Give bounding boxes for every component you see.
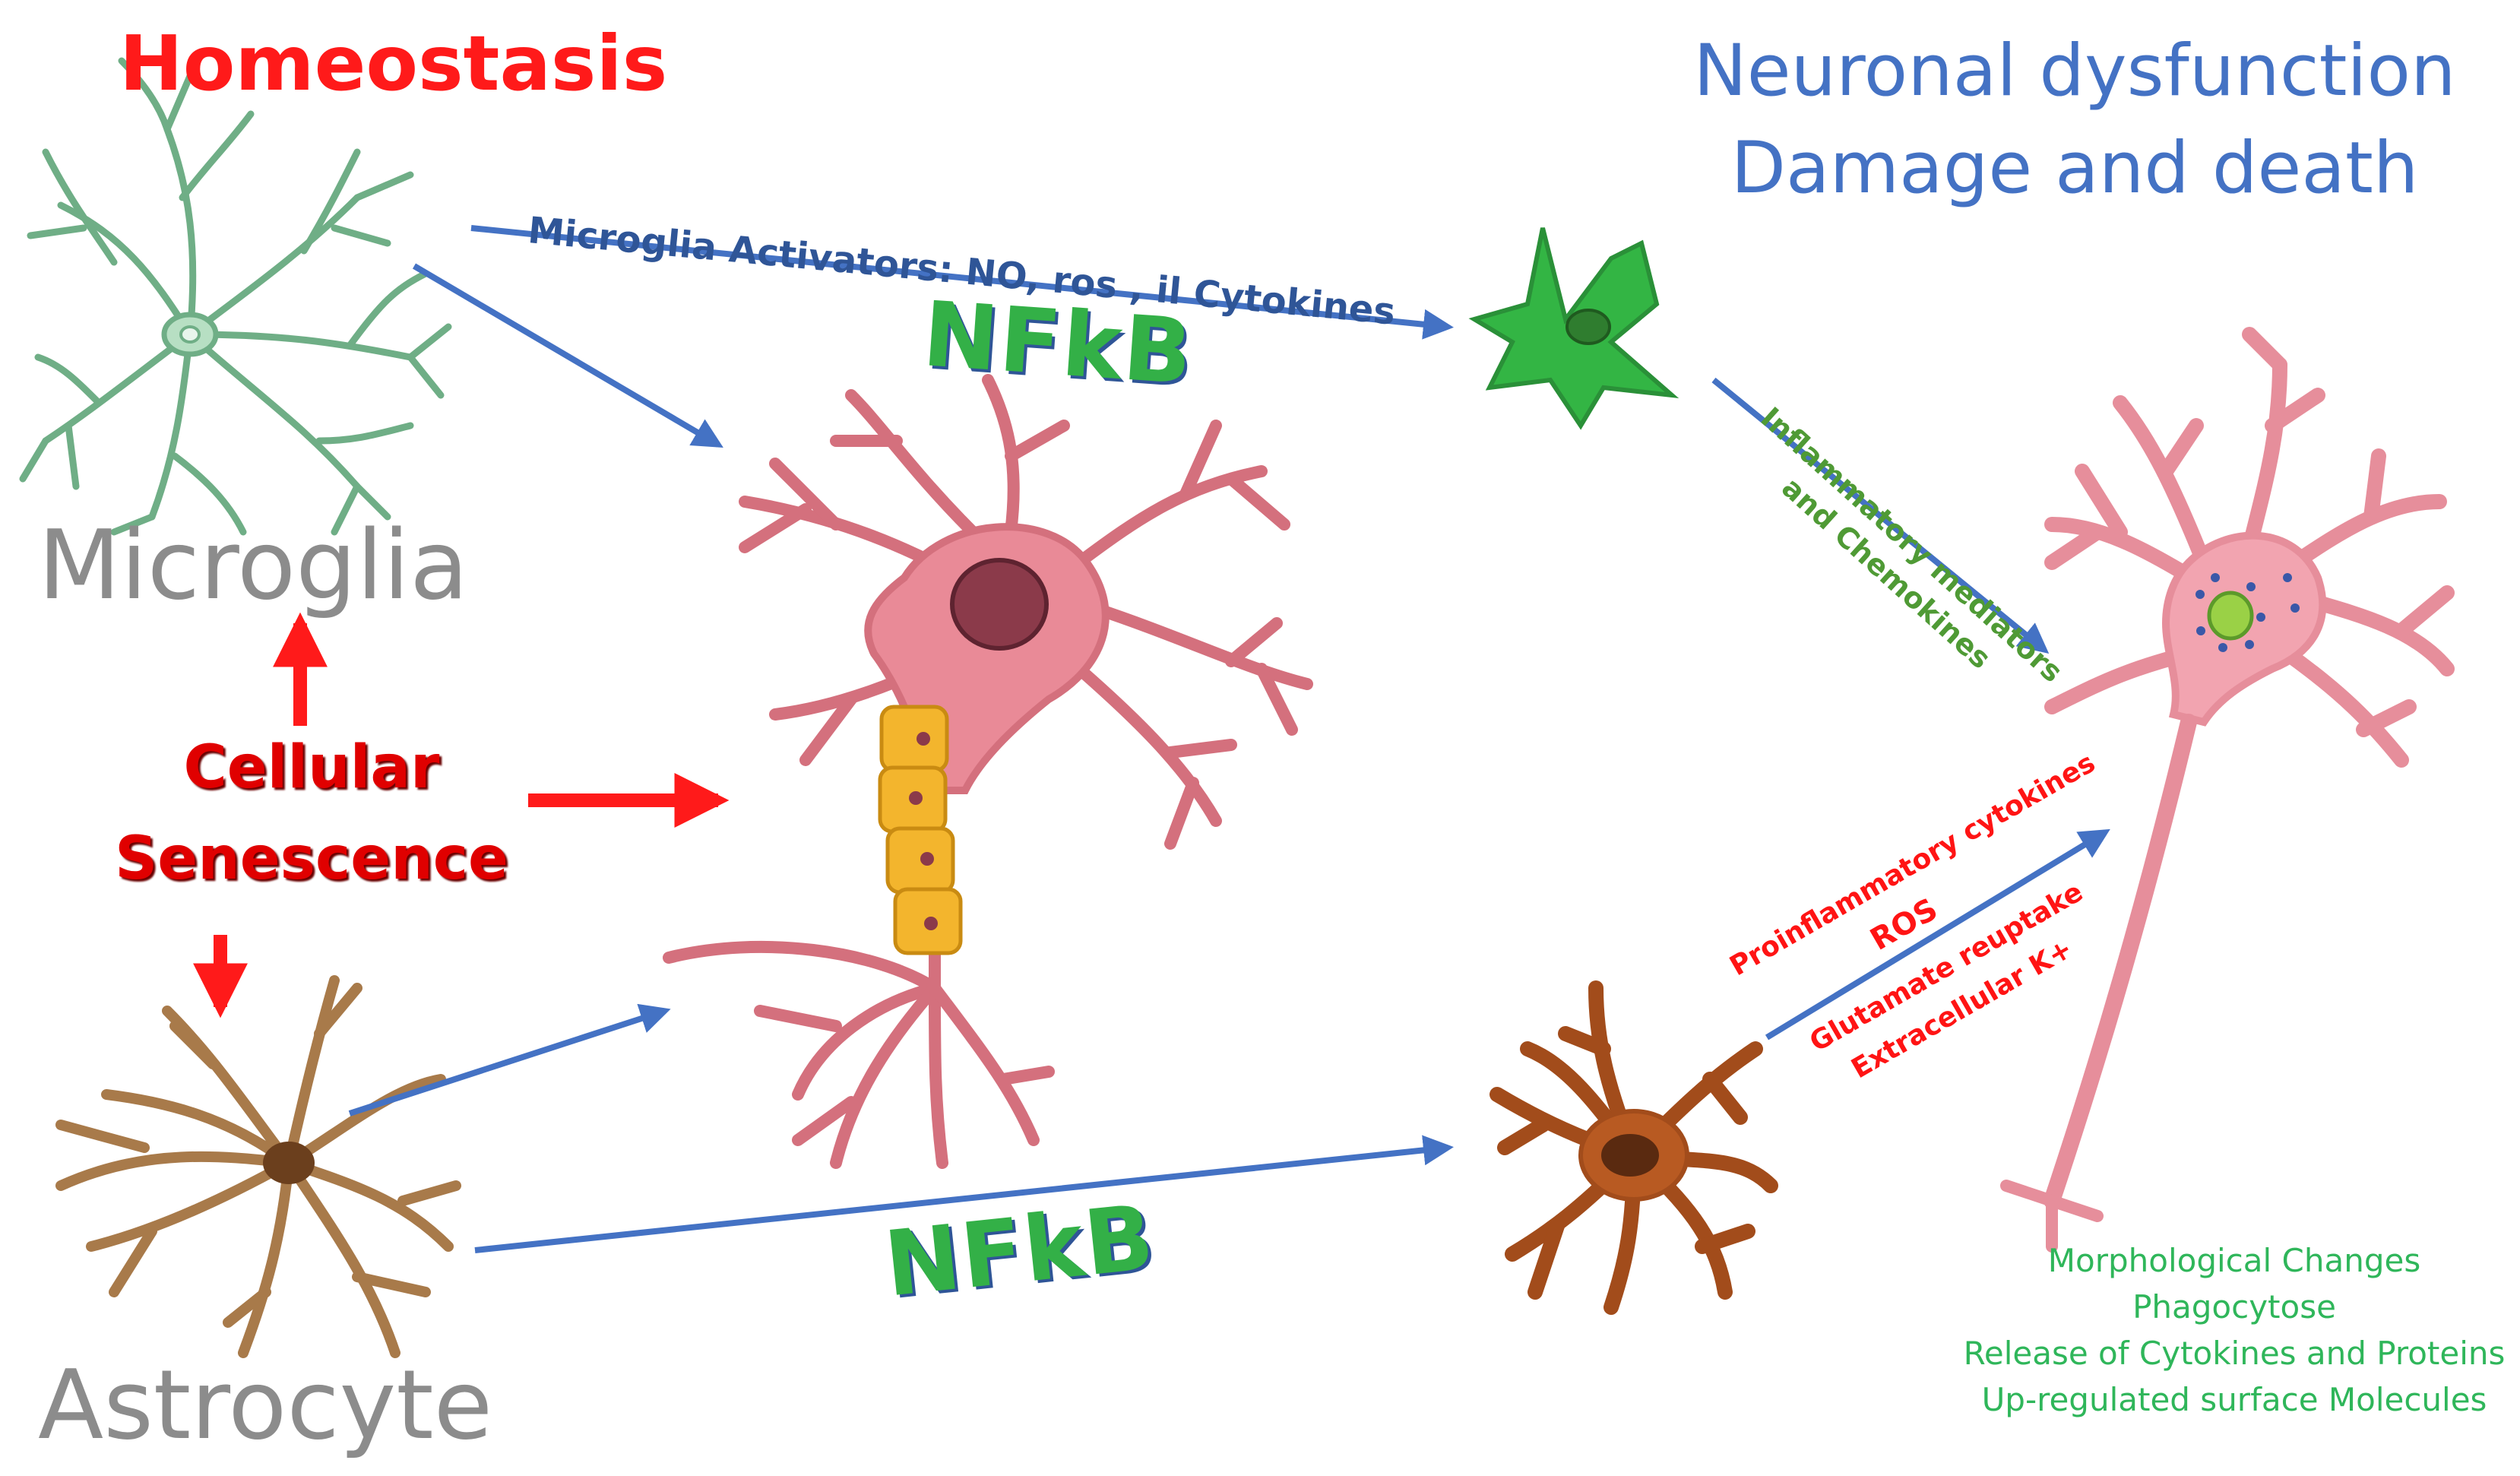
arrow-activated-to-neuron — [1711, 377, 2050, 654]
senescence-line1: Cellular — [183, 733, 440, 802]
homeostasis-title: Homeostasis — [119, 19, 668, 108]
astrocyte-label: Astrocyte — [38, 1349, 493, 1461]
effect-item: Phagocytose — [2132, 1288, 2336, 1326]
neuronal-effects-list: Morphological Changes Phagocytose Releas… — [1945, 1237, 2520, 1423]
astrocyte-icon — [55, 975, 461, 1358]
pathway-arrows — [348, 225, 2110, 1253]
nfkb-top-label: NFkB — [920, 281, 1197, 405]
activated-microglia-icon — [1468, 227, 1679, 430]
microglia-resting-icon — [19, 57, 452, 536]
neuronal-title-line1: Neuronal dysfunction — [1693, 30, 2456, 112]
arrow-microglia-to-activated — [470, 225, 1454, 340]
neuronal-dysfunction-title: Neuronal dysfunction Damage and death — [1657, 23, 2493, 217]
microglia-label: Microglia — [38, 509, 469, 621]
arrow-reactive-to-neuron — [1765, 828, 2110, 1040]
arrow-microglia-to-neuron — [412, 263, 723, 448]
effect-item: Morphological Changes — [2047, 1242, 2421, 1279]
cellular-senescence-label: Cellular Senescence — [114, 722, 509, 904]
senescence-line2: Senescence — [115, 825, 508, 893]
arrow-astrocyte-to-reactive — [474, 1135, 1454, 1253]
damage-dots — [2196, 573, 2300, 652]
neuron-nucleus — [950, 558, 1049, 651]
myelin-sheath-icon — [878, 705, 963, 955]
effect-item: Up-regulated surface Molecules — [1981, 1381, 2487, 1418]
effect-item: Release of Cytokines and Proteins — [1963, 1335, 2506, 1372]
neuronal-title-line2: Damage and death — [1730, 127, 2419, 210]
arrow-astrocyte-to-neuron — [348, 1003, 671, 1117]
central-neuron-icon — [663, 374, 1313, 1169]
senescence-arrows — [193, 612, 730, 1018]
